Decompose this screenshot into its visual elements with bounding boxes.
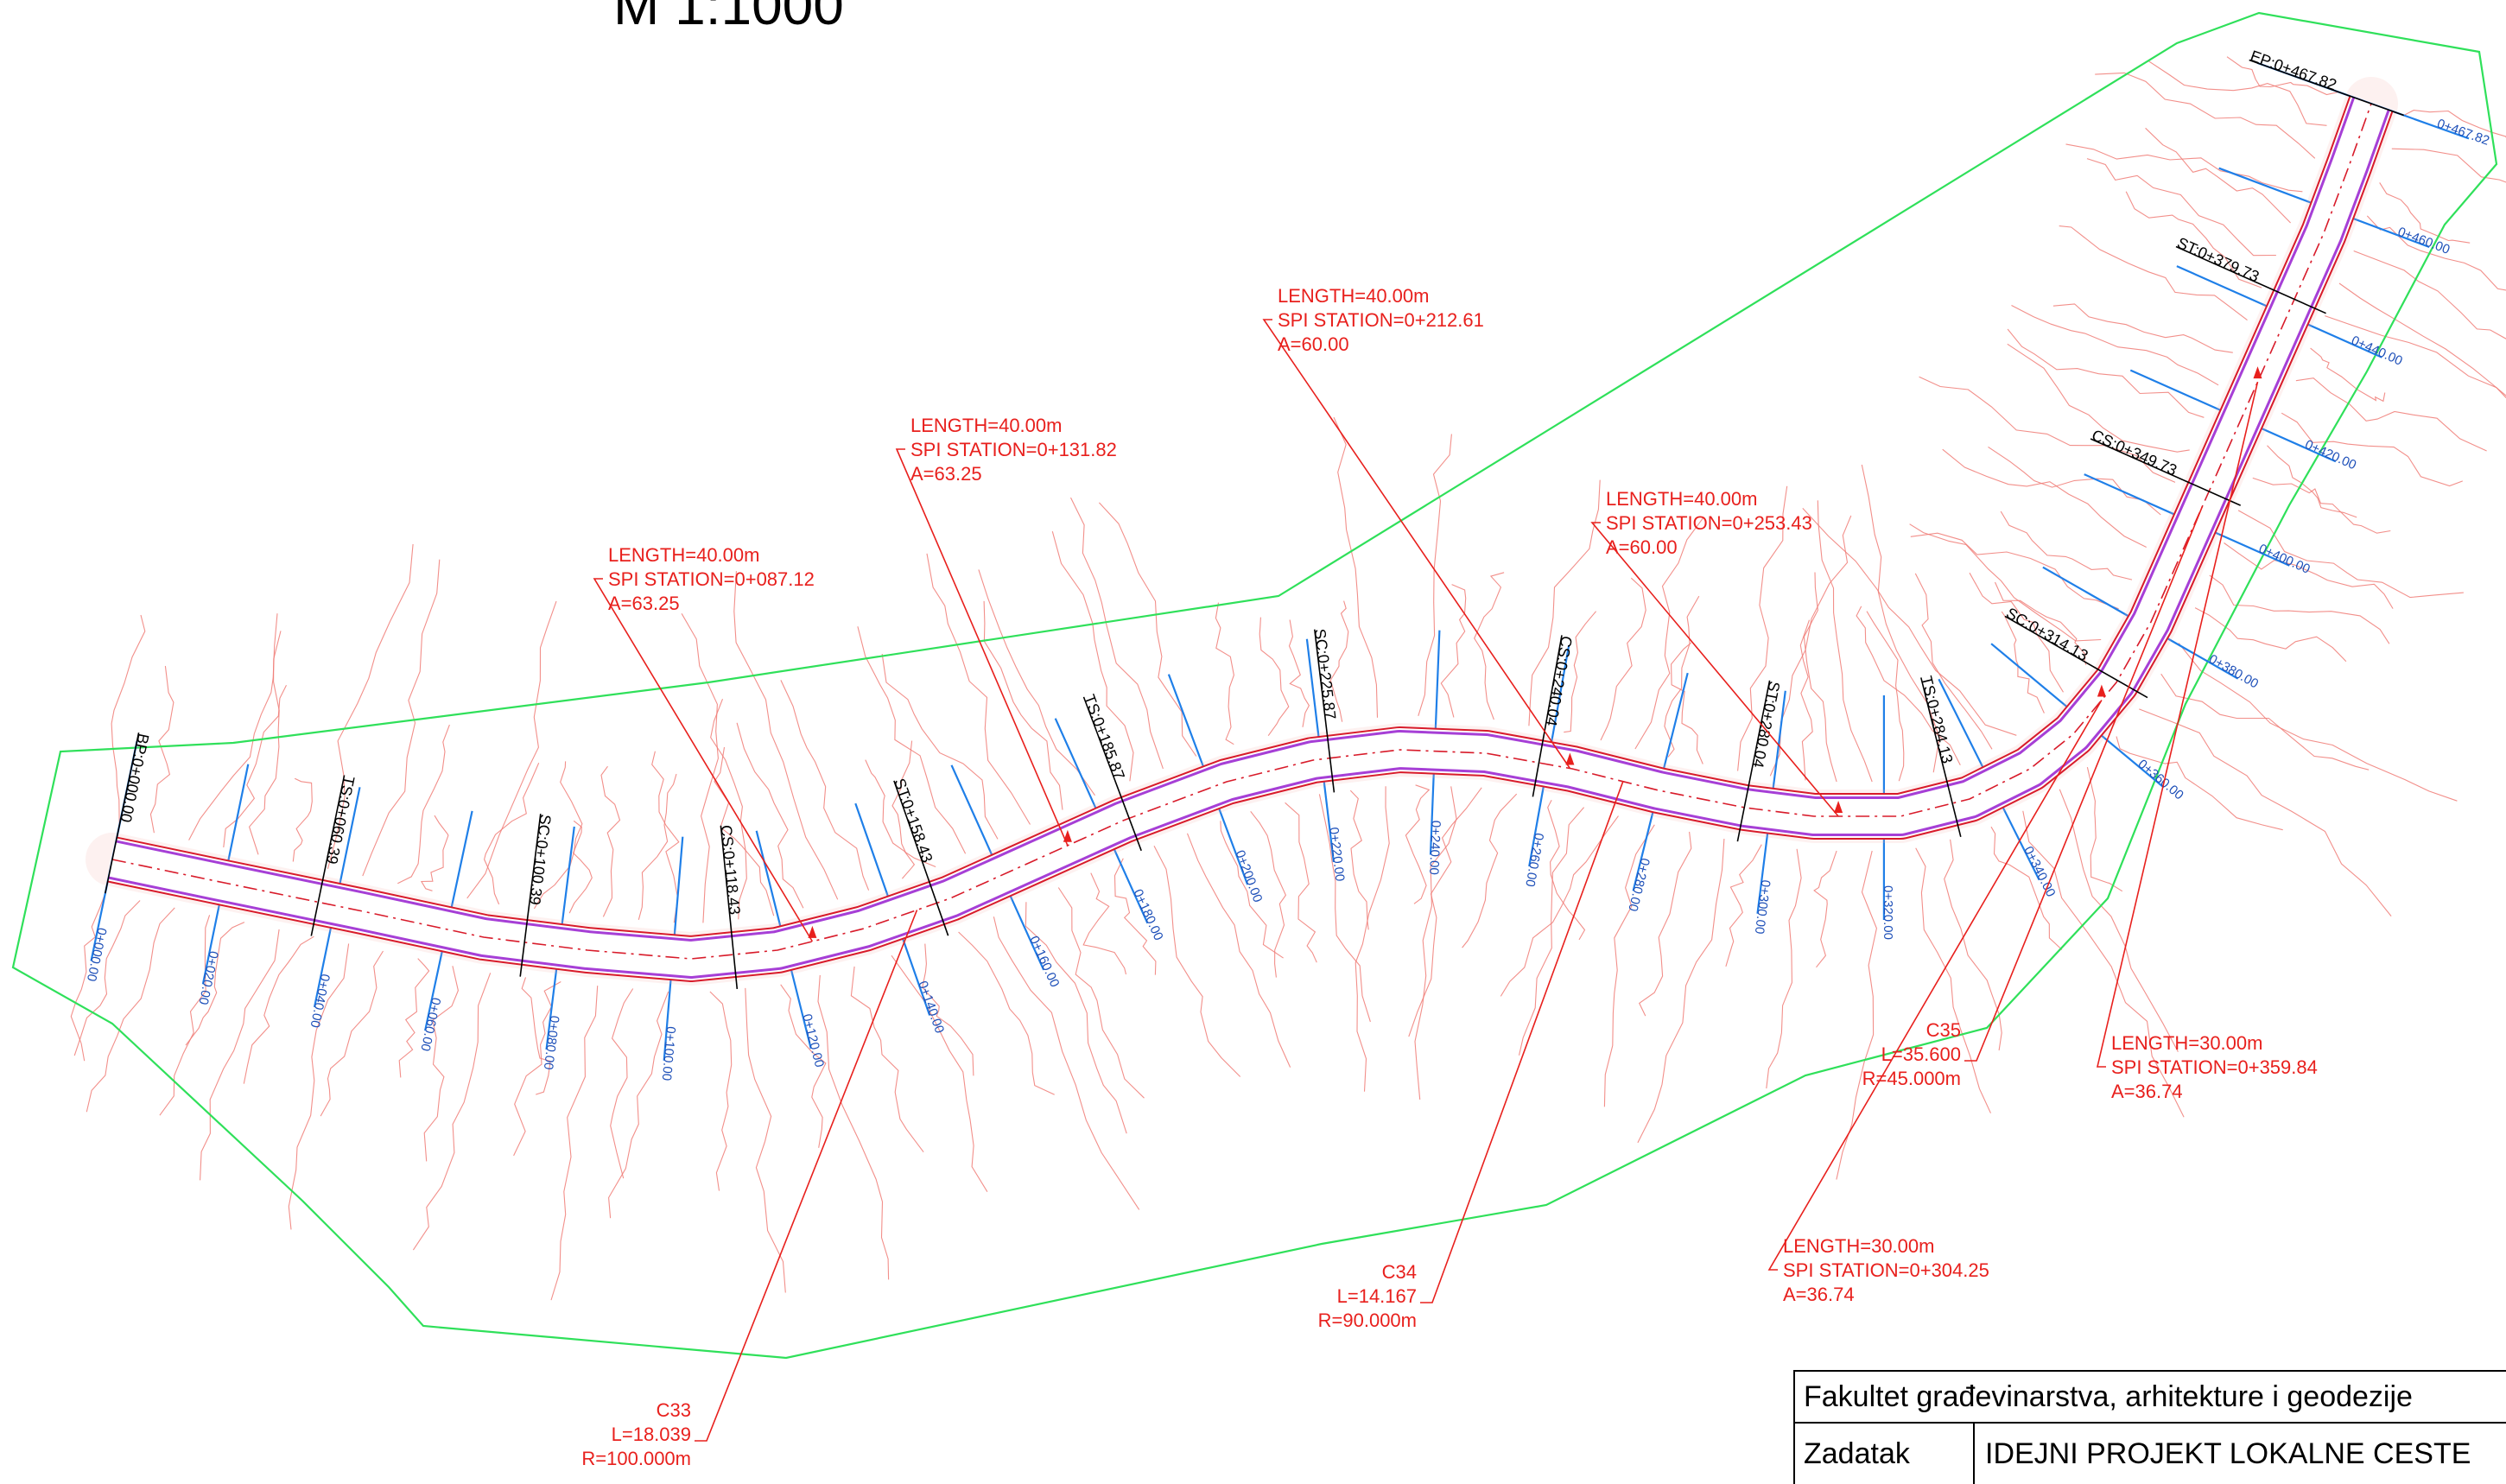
curve-callout-line: C35 xyxy=(1926,1019,1961,1041)
spiral-callout-line: SPI STATION=0+131.82 xyxy=(910,439,1117,460)
station-mark-sc3: SC:0+314.13 xyxy=(2003,605,2091,665)
survey-boundary xyxy=(11,11,2498,1360)
spiral-callout-line: LENGTH=40.00m xyxy=(608,544,759,566)
road-alignment xyxy=(86,77,2398,986)
station-mark-ts2: TS:0+185.87 xyxy=(1081,692,1128,782)
chainage-label: 0+020.00 xyxy=(195,949,220,1005)
spiral-callout-line: SPI STATION=0+359.84 xyxy=(2111,1056,2318,1078)
chainage-label: 0+080.00 xyxy=(541,1015,562,1071)
chainage-label: 0+140.00 xyxy=(915,979,947,1035)
curve-callout-line: L=35.600 xyxy=(1881,1043,1961,1065)
curve-callout-line: R=45.000m xyxy=(1862,1068,1961,1089)
curve-callout-line: C34 xyxy=(1382,1261,1417,1283)
spiral-callout-line: LENGTH=30.00m xyxy=(2111,1032,2262,1054)
spiral-callout-line: LENGTH=30.00m xyxy=(1783,1235,1934,1257)
station-mark-ts3: TS:0+284.13 xyxy=(1918,675,1956,765)
station-mark-sc1: SC:0+100.39 xyxy=(526,814,555,906)
chainage-label: 0+220.00 xyxy=(1326,827,1347,883)
chainage-label: 0+120.00 xyxy=(799,1012,827,1069)
scale-label: M 1:1000 xyxy=(613,0,844,36)
contour-lines xyxy=(70,56,2506,1301)
title-block: Fakultet građevinarstva, arhitekture i g… xyxy=(1793,1370,2506,1484)
station-mark-cs1: CS:0+118.43 xyxy=(717,824,743,916)
chainage-label: 0+160.00 xyxy=(1026,934,1062,989)
station-mark-bp: BP:0+000.00 xyxy=(117,732,152,823)
chainage-label: 0+240.00 xyxy=(1426,820,1443,875)
chainage-label: 0+300.00 xyxy=(1752,879,1773,935)
chainage-label: 0+100.00 xyxy=(659,1026,678,1081)
spiral-callout-line: A=36.74 xyxy=(1783,1284,1855,1305)
spiral-callout-line: SPI STATION=0+304.25 xyxy=(1783,1259,1989,1281)
spiral-callout-line: A=60.00 xyxy=(1606,536,1678,558)
spiral-callout-line: SPI STATION=0+087.12 xyxy=(608,568,815,590)
chainage-label: 0+200.00 xyxy=(1232,848,1265,904)
title-block-row: Zadatak IDEJNI PROJEKT LOKALNE CESTE xyxy=(1795,1424,2506,1484)
station-mark-st3: ST:0+379.73 xyxy=(2174,234,2262,286)
spiral-callout-line: A=63.25 xyxy=(910,463,982,485)
chainage-label: 0+180.00 xyxy=(1130,887,1165,942)
chainage-label: 0+440.00 xyxy=(2349,333,2404,369)
title-block-row-value: IDEJNI PROJEKT LOKALNE CESTE xyxy=(1985,1437,2471,1470)
curve-callout-line: R=90.000m xyxy=(1318,1310,1417,1331)
station-mark-cs3: CS:0+349.73 xyxy=(2089,426,2179,479)
chainage-label: 0+260.00 xyxy=(1522,832,1546,888)
spiral-callout-line: A=36.74 xyxy=(2111,1081,2183,1102)
chainage-label: 0+040.00 xyxy=(308,973,333,1029)
station-mark-st1: ST:0+158.43 xyxy=(891,777,936,865)
chainage-label: 0+320.00 xyxy=(1881,885,1895,940)
curve-callout-line: R=100.000m xyxy=(581,1448,691,1469)
chainage-label: 0+380.00 xyxy=(2206,652,2261,692)
chainage-label: 0+460.00 xyxy=(2395,225,2452,257)
title-block-institution: Fakultet građevinarstva, arhitekture i g… xyxy=(1795,1372,2506,1424)
curve-callout-line: C33 xyxy=(657,1399,691,1421)
curve-callout-line: L=18.039 xyxy=(612,1424,691,1445)
spiral-callout-line: LENGTH=40.00m xyxy=(1278,285,1429,307)
title-block-row-label: Zadatak xyxy=(1795,1424,1975,1484)
spiral-callout-line: LENGTH=40.00m xyxy=(910,415,1062,436)
chainage-label: 0+280.00 xyxy=(1625,857,1653,913)
chainage-label: 0+060.00 xyxy=(417,996,443,1052)
chainage-label: 0+400.00 xyxy=(2256,542,2312,577)
spiral-callout-line: SPI STATION=0+253.43 xyxy=(1606,512,1812,534)
spiral-callout-line: A=60.00 xyxy=(1278,333,1349,355)
curve-callout-line: L=14.167 xyxy=(1337,1285,1417,1307)
spiral-callout-line: A=63.25 xyxy=(608,593,680,614)
spiral-callout-line: SPI STATION=0+212.61 xyxy=(1278,309,1484,331)
spiral-callout-line: LENGTH=40.00m xyxy=(1606,488,1757,510)
